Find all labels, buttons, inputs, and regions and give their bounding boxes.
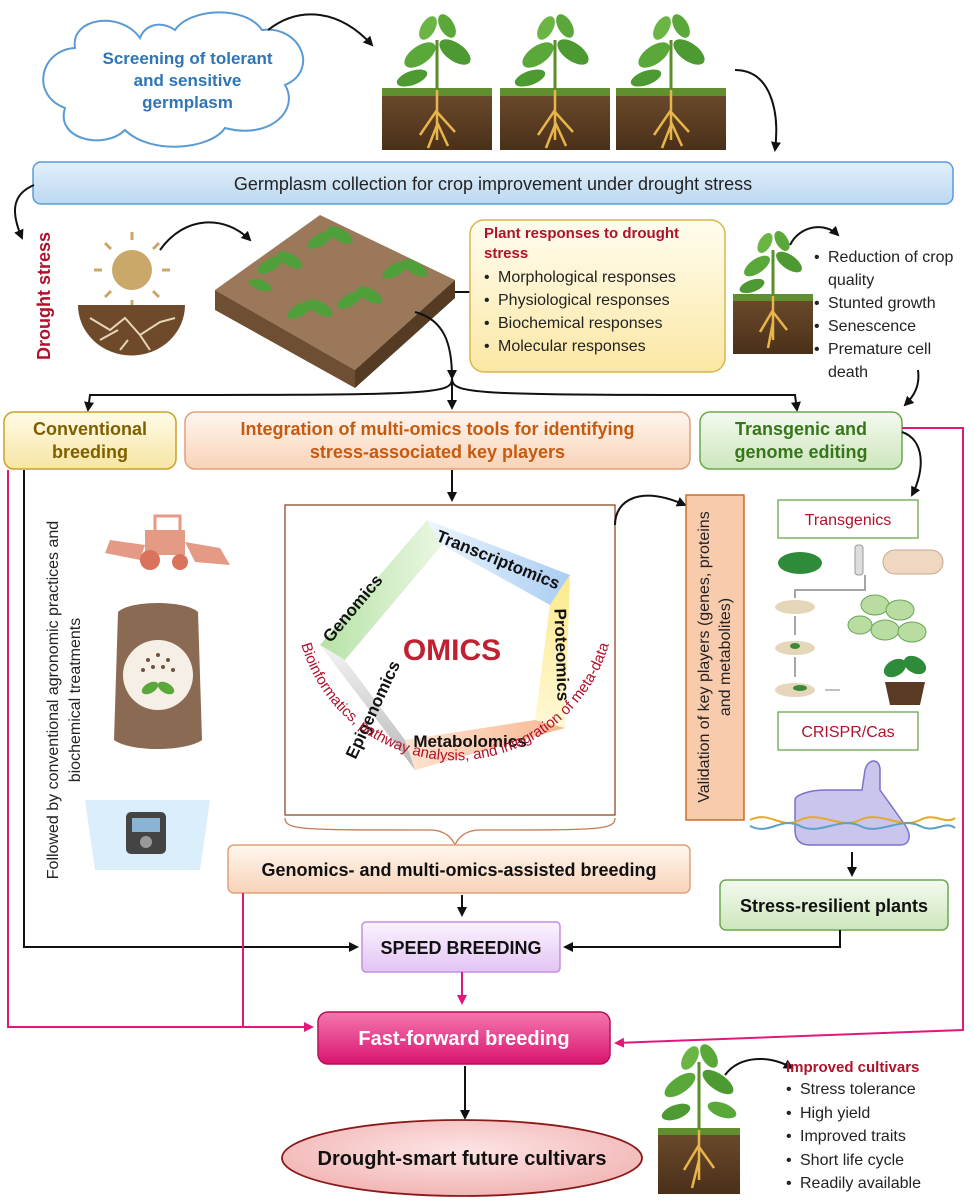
sprayer-tractor-icon [85, 800, 210, 870]
transgenic-process-icon [775, 544, 944, 705]
effect-item: Senescence [814, 315, 974, 338]
arrow-transgenic-down [901, 431, 922, 497]
cracked-soil-icon [78, 305, 185, 356]
transgenic-label: Transgenic and genome editing [734, 418, 868, 462]
tractor-icon [105, 514, 230, 570]
screening-label-fo: Screening of tolerant and sensitive germ… [102, 49, 273, 112]
improved-item: Short life cycle [786, 1149, 974, 1173]
multiomics-breeding-label: Genomics- and multi-omics-assisted breed… [261, 860, 656, 880]
splitter-right [451, 377, 801, 412]
drought-field-icon [215, 215, 455, 388]
splitter-left [84, 377, 453, 412]
improved-title: Improved cultivars [786, 1059, 920, 1076]
effects-fo: Reduction of crop quality Stunted growth… [814, 246, 974, 386]
fast-forward-box [317, 1011, 611, 1065]
stress-resilient-label: Stress-resilient plants [740, 896, 928, 916]
plant-response-item: Molecular responses [484, 335, 720, 358]
seedling-3-icon [616, 14, 726, 150]
plant-response-item: Biochemical responses [484, 312, 720, 335]
transgenic-fo: Transgenic and genome editing [734, 418, 868, 462]
arrow-conventional-to-speed [23, 470, 359, 952]
plant-responses-list: Morphological responses Physiological re… [484, 266, 720, 358]
germplasm-banner-text: Germplasm collection for crop improvemen… [234, 174, 752, 194]
omics-pentagon [320, 520, 570, 770]
segment-epigenomics-shape [320, 645, 415, 770]
validation-fo: Validation of key players (genes, protei… [696, 511, 734, 803]
drought-stress-label: Drought stress [34, 232, 54, 360]
arrow-plants-to-banner [734, 69, 781, 152]
fertilizer-bag-icon [114, 603, 202, 749]
arrow-omics-to-validation [614, 494, 687, 526]
future-cultivars-label: Drought-smart future cultivars [318, 1148, 607, 1170]
speed-breeding-label: SPEED BREEDING [380, 938, 541, 958]
arrow-resilient-to-speed [563, 930, 841, 952]
seedling-1-icon [382, 14, 492, 150]
segment-proteomics-label: Proteomics [550, 608, 572, 701]
segment-proteomics-shape [535, 575, 570, 728]
future-cultivars-oval [281, 1119, 643, 1197]
plant-response-item: Physiological responses [484, 289, 720, 312]
omics-center-label: OMICS [403, 634, 501, 667]
transgenics-label: Transgenics [805, 512, 892, 529]
omics-brace [284, 817, 616, 847]
effect-item: Reduction of crop quality [814, 246, 974, 292]
conventional-box [3, 411, 177, 470]
improved-plant-icon [658, 1044, 740, 1194]
segment-metabolomics-label: Metabolomics [413, 732, 526, 751]
effect-item: Premature cell death [814, 338, 974, 384]
followed-by-fo: Followed by conventional agronomic pract… [45, 520, 84, 880]
arrow-field-down [414, 311, 457, 380]
transgenic-box [699, 411, 903, 470]
segment-metabolomics-shape [405, 720, 565, 770]
arrow-sun-to-field [159, 221, 252, 251]
fast-forward-label: Fast-forward breeding [358, 1028, 569, 1050]
multiomics-breeding-box [227, 844, 691, 894]
arrow-left-to-fastforward [7, 470, 314, 1032]
crispr-label: CRISPR/Cas [801, 724, 894, 741]
effects-list: Reduction of crop quality Stunted growth… [814, 246, 974, 384]
followed-by-label: Followed by conventional agronomic pract… [45, 520, 84, 880]
improved-item: Improved traits [786, 1125, 974, 1149]
arrow-effects-down [903, 369, 920, 407]
conventional-label: Conventional breeding [32, 418, 147, 462]
plant-responses-title: Plant responses to drought stress [484, 225, 680, 262]
sun-icon [94, 232, 170, 308]
arrow-banner-to-drought [13, 184, 35, 240]
validation-box [685, 494, 745, 821]
segment-transcriptomics-shape [427, 520, 570, 605]
screening-label: Screening of tolerant and sensitive germ… [102, 49, 273, 112]
conventional-fo: Conventional breeding [32, 418, 147, 462]
improved-fo: Improved cultivars Stress tolerance High… [786, 1058, 974, 1200]
germplasm-banner-box [32, 161, 954, 205]
crispr-label-box [777, 711, 919, 751]
improved-item: Stress tolerance [786, 1078, 974, 1102]
validation-label: Validation of key players (genes, protei… [696, 511, 734, 803]
stressed-plant-icon [733, 231, 813, 354]
segment-genomics-shape [320, 520, 442, 660]
plant-response-item: Morphological responses [484, 266, 720, 289]
integration-fo: Integration of multi-omics tools for ide… [240, 418, 635, 462]
seedling-row [382, 14, 726, 150]
integration-label: Integration of multi-omics tools for ide… [240, 418, 635, 462]
arrow-cloud-to-plants [267, 13, 374, 47]
effect-item: Stunted growth [814, 292, 974, 315]
crispr-cas-icon [749, 760, 956, 846]
seedling-2-icon [500, 14, 610, 150]
transgenics-label-box [777, 499, 919, 539]
integration-box [184, 411, 691, 470]
screening-cloud [42, 11, 305, 148]
stress-resilient-box [719, 879, 949, 931]
improved-item: High yield [786, 1102, 974, 1126]
plant-responses-fo: Plant responses to drought stress Morpho… [484, 224, 720, 369]
improved-list: Stress tolerance High yield Improved tra… [786, 1078, 974, 1196]
arrow-plant-to-improved [724, 1057, 794, 1076]
improved-item: Readily available [786, 1172, 974, 1196]
arrow-right-to-fastforward [614, 427, 964, 1048]
arrow-plant-to-effects [789, 225, 840, 246]
